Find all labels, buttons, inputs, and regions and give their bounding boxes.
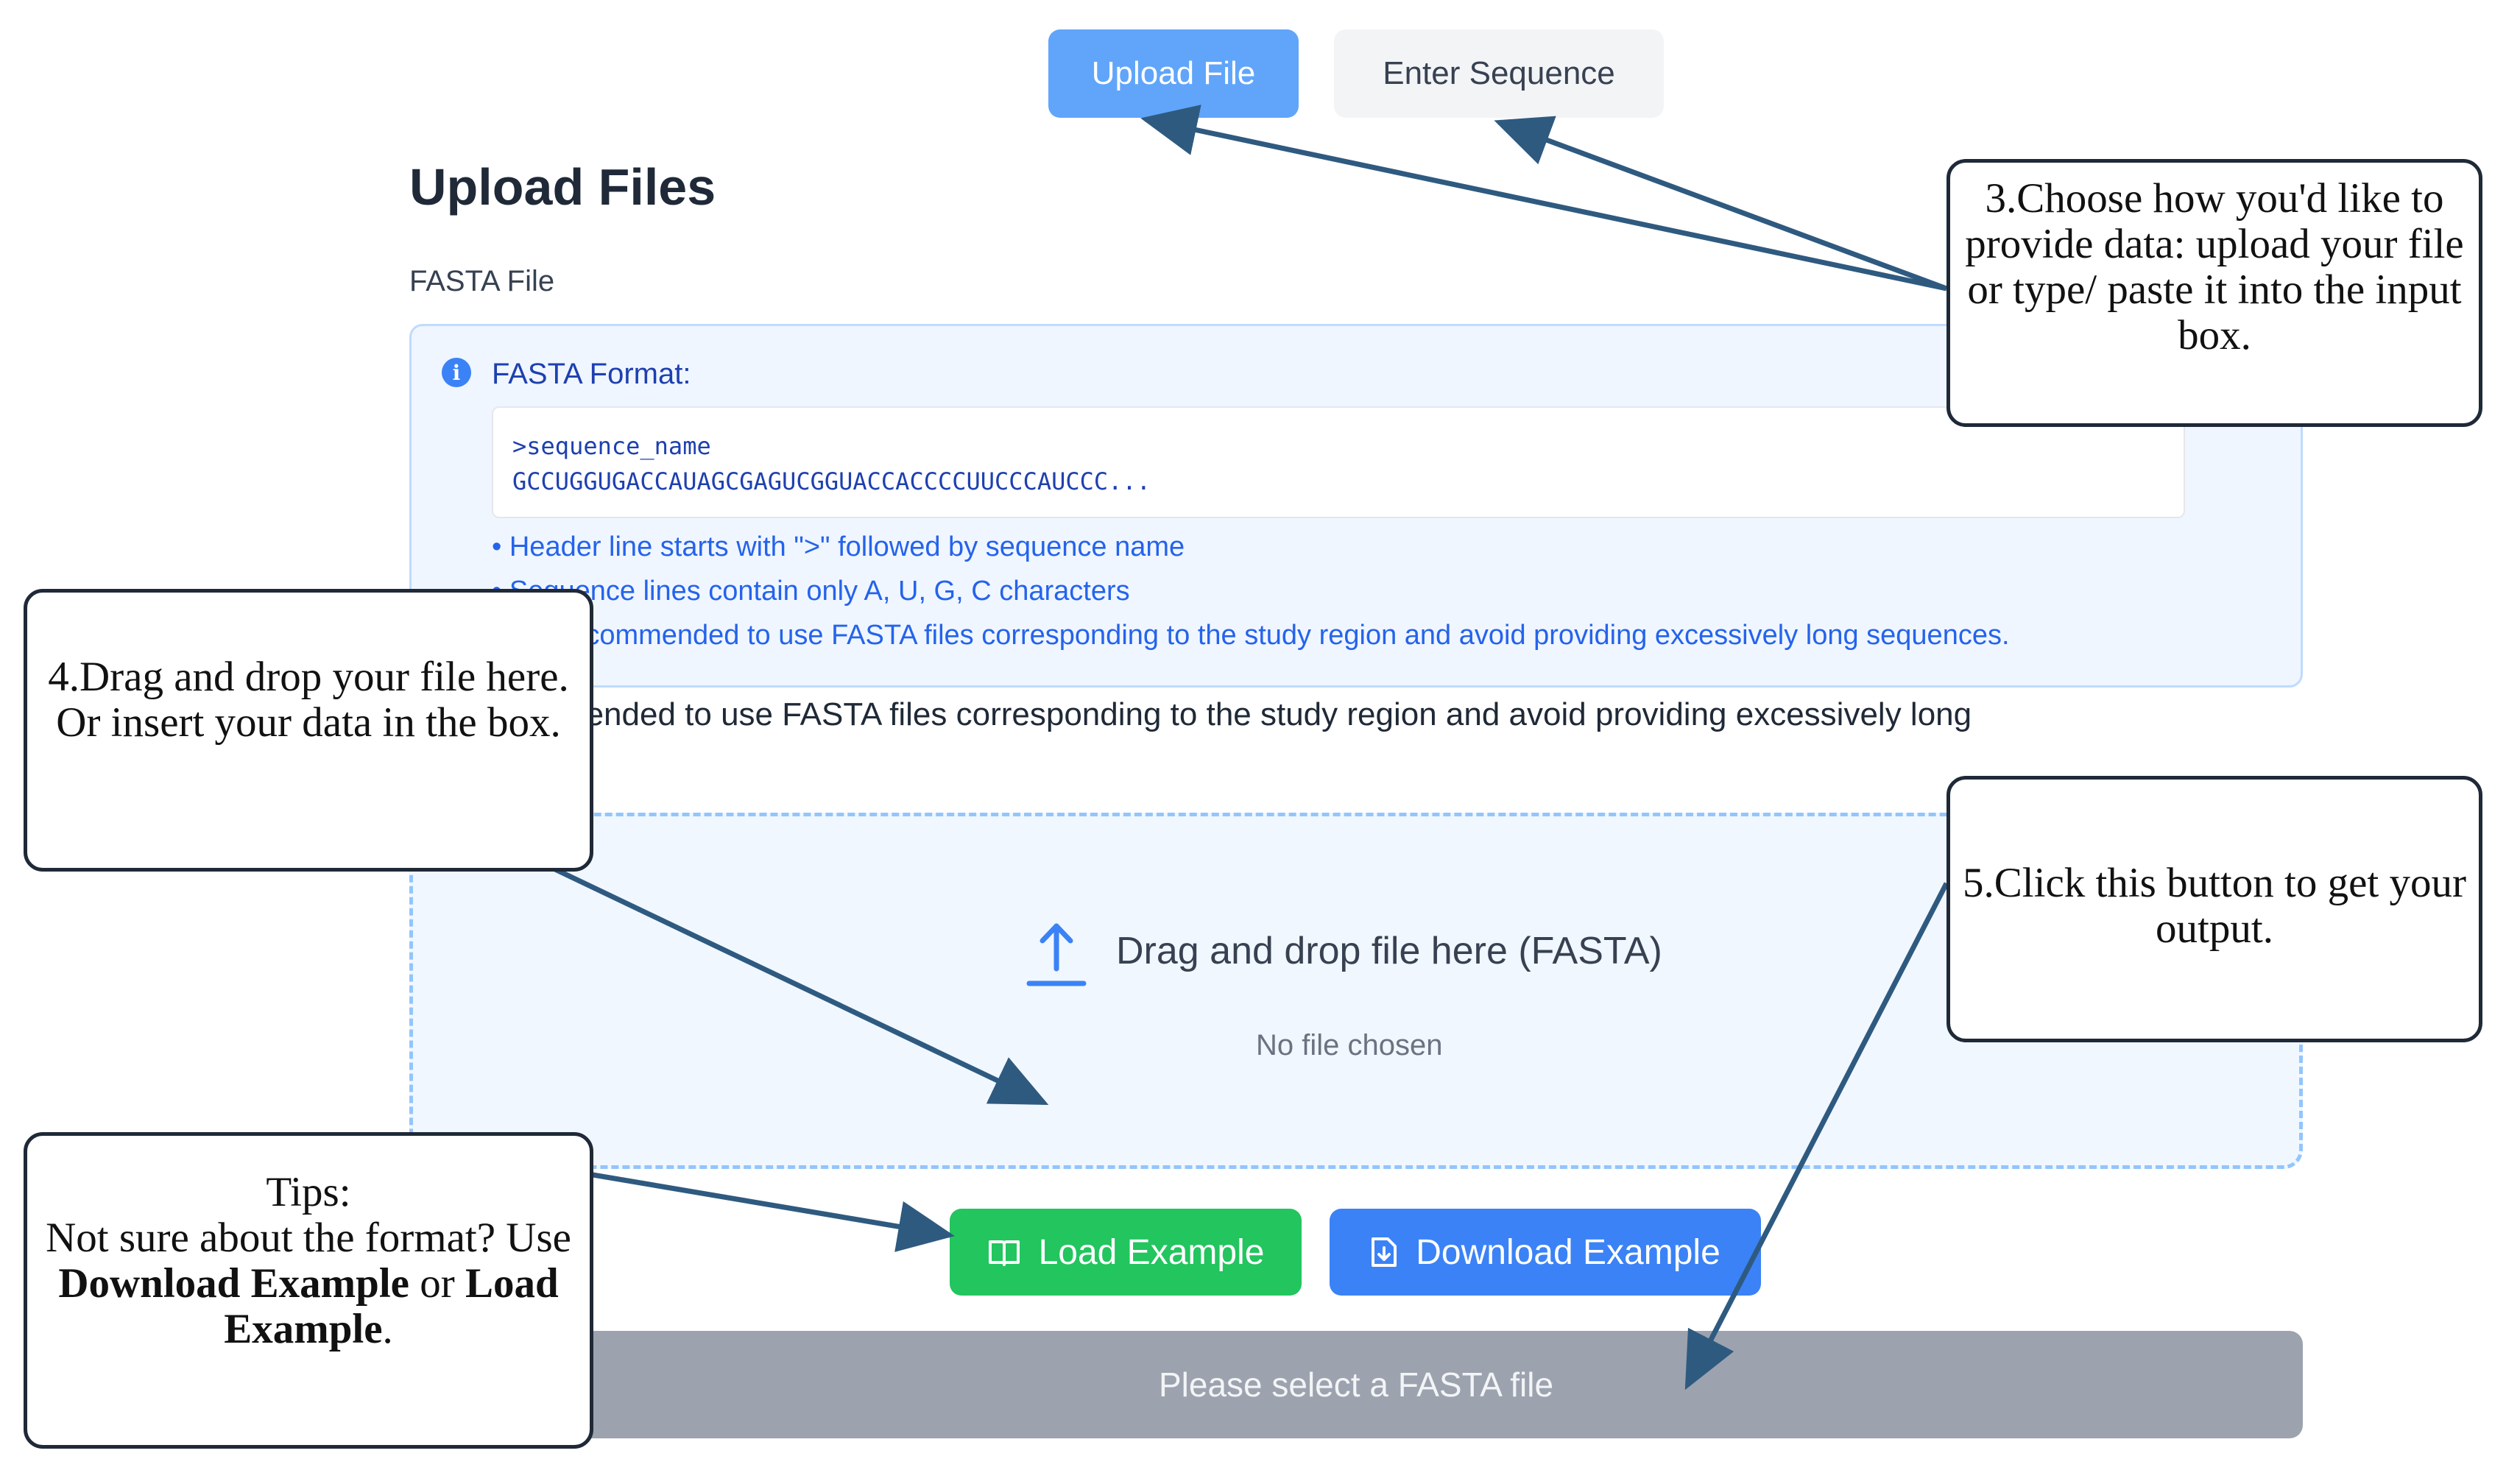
tips-body: Not sure about the format? Use Download … bbox=[46, 1215, 571, 1352]
recommendation-note: It is recommended to use FASTA files cor… bbox=[409, 696, 1972, 732]
file-download-icon bbox=[1372, 1237, 1397, 1267]
fasta-example-code: >sequence_name GCCUGGUGACCAUAGCGAGUCGGUA… bbox=[492, 406, 2185, 518]
info-icon: i bbox=[442, 358, 471, 387]
arrow-to-submit bbox=[1684, 882, 1949, 1391]
callout-step-4: 4.Drag and drop your file here. Or inser… bbox=[24, 589, 593, 872]
upload-icon bbox=[1026, 923, 1087, 986]
load-example-button[interactable]: Load Example bbox=[950, 1209, 1302, 1296]
fasta-file-label: FASTA File bbox=[409, 265, 555, 297]
drop-zone-text: Drag and drop file here (FASTA) bbox=[1116, 930, 1662, 972]
page-title: Upload Files bbox=[409, 158, 716, 216]
format-rule-characters: • Sequence lines contain only A, U, G, C… bbox=[492, 576, 1130, 607]
download-example-label: Download Example bbox=[1416, 1232, 1720, 1272]
format-rule-header: • Header line starts with ">" followed b… bbox=[492, 531, 1185, 562]
callout-tips: Tips: Not sure about the format? Use Dow… bbox=[24, 1132, 593, 1449]
arrow-to-enter-tab bbox=[1494, 116, 1948, 292]
callout-step-3: 3.Choose how you'd like to provide data:… bbox=[1946, 159, 2482, 427]
code-line-header: >sequence_name bbox=[512, 432, 711, 460]
fasta-format-title: FASTA Format: bbox=[492, 358, 691, 390]
load-example-label: Load Example bbox=[1038, 1232, 1265, 1272]
submit-button[interactable]: Please select a FASTA file bbox=[409, 1331, 2303, 1438]
arrow-to-drop-zone bbox=[552, 866, 1049, 1106]
format-rule-recommendation: • It is recommended to use FASTA files c… bbox=[492, 620, 2010, 651]
tips-title: Tips: bbox=[266, 1169, 351, 1215]
tab-upload-file[interactable]: Upload File bbox=[1048, 29, 1299, 118]
tab-enter-sequence[interactable]: Enter Sequence bbox=[1334, 29, 1664, 118]
arrow-to-upload-tab bbox=[1140, 105, 1947, 292]
callout-step-5: 5.Click this button to get your output. bbox=[1946, 776, 2482, 1042]
file-status: No file chosen bbox=[1256, 1029, 1443, 1061]
download-example-button[interactable]: Download Example bbox=[1330, 1209, 1761, 1296]
book-icon bbox=[988, 1240, 1020, 1266]
code-line-sequence: GCCUGGUGACCAUAGCGAGUCGGUACCACCCCUUCCCAUC… bbox=[512, 467, 1151, 495]
